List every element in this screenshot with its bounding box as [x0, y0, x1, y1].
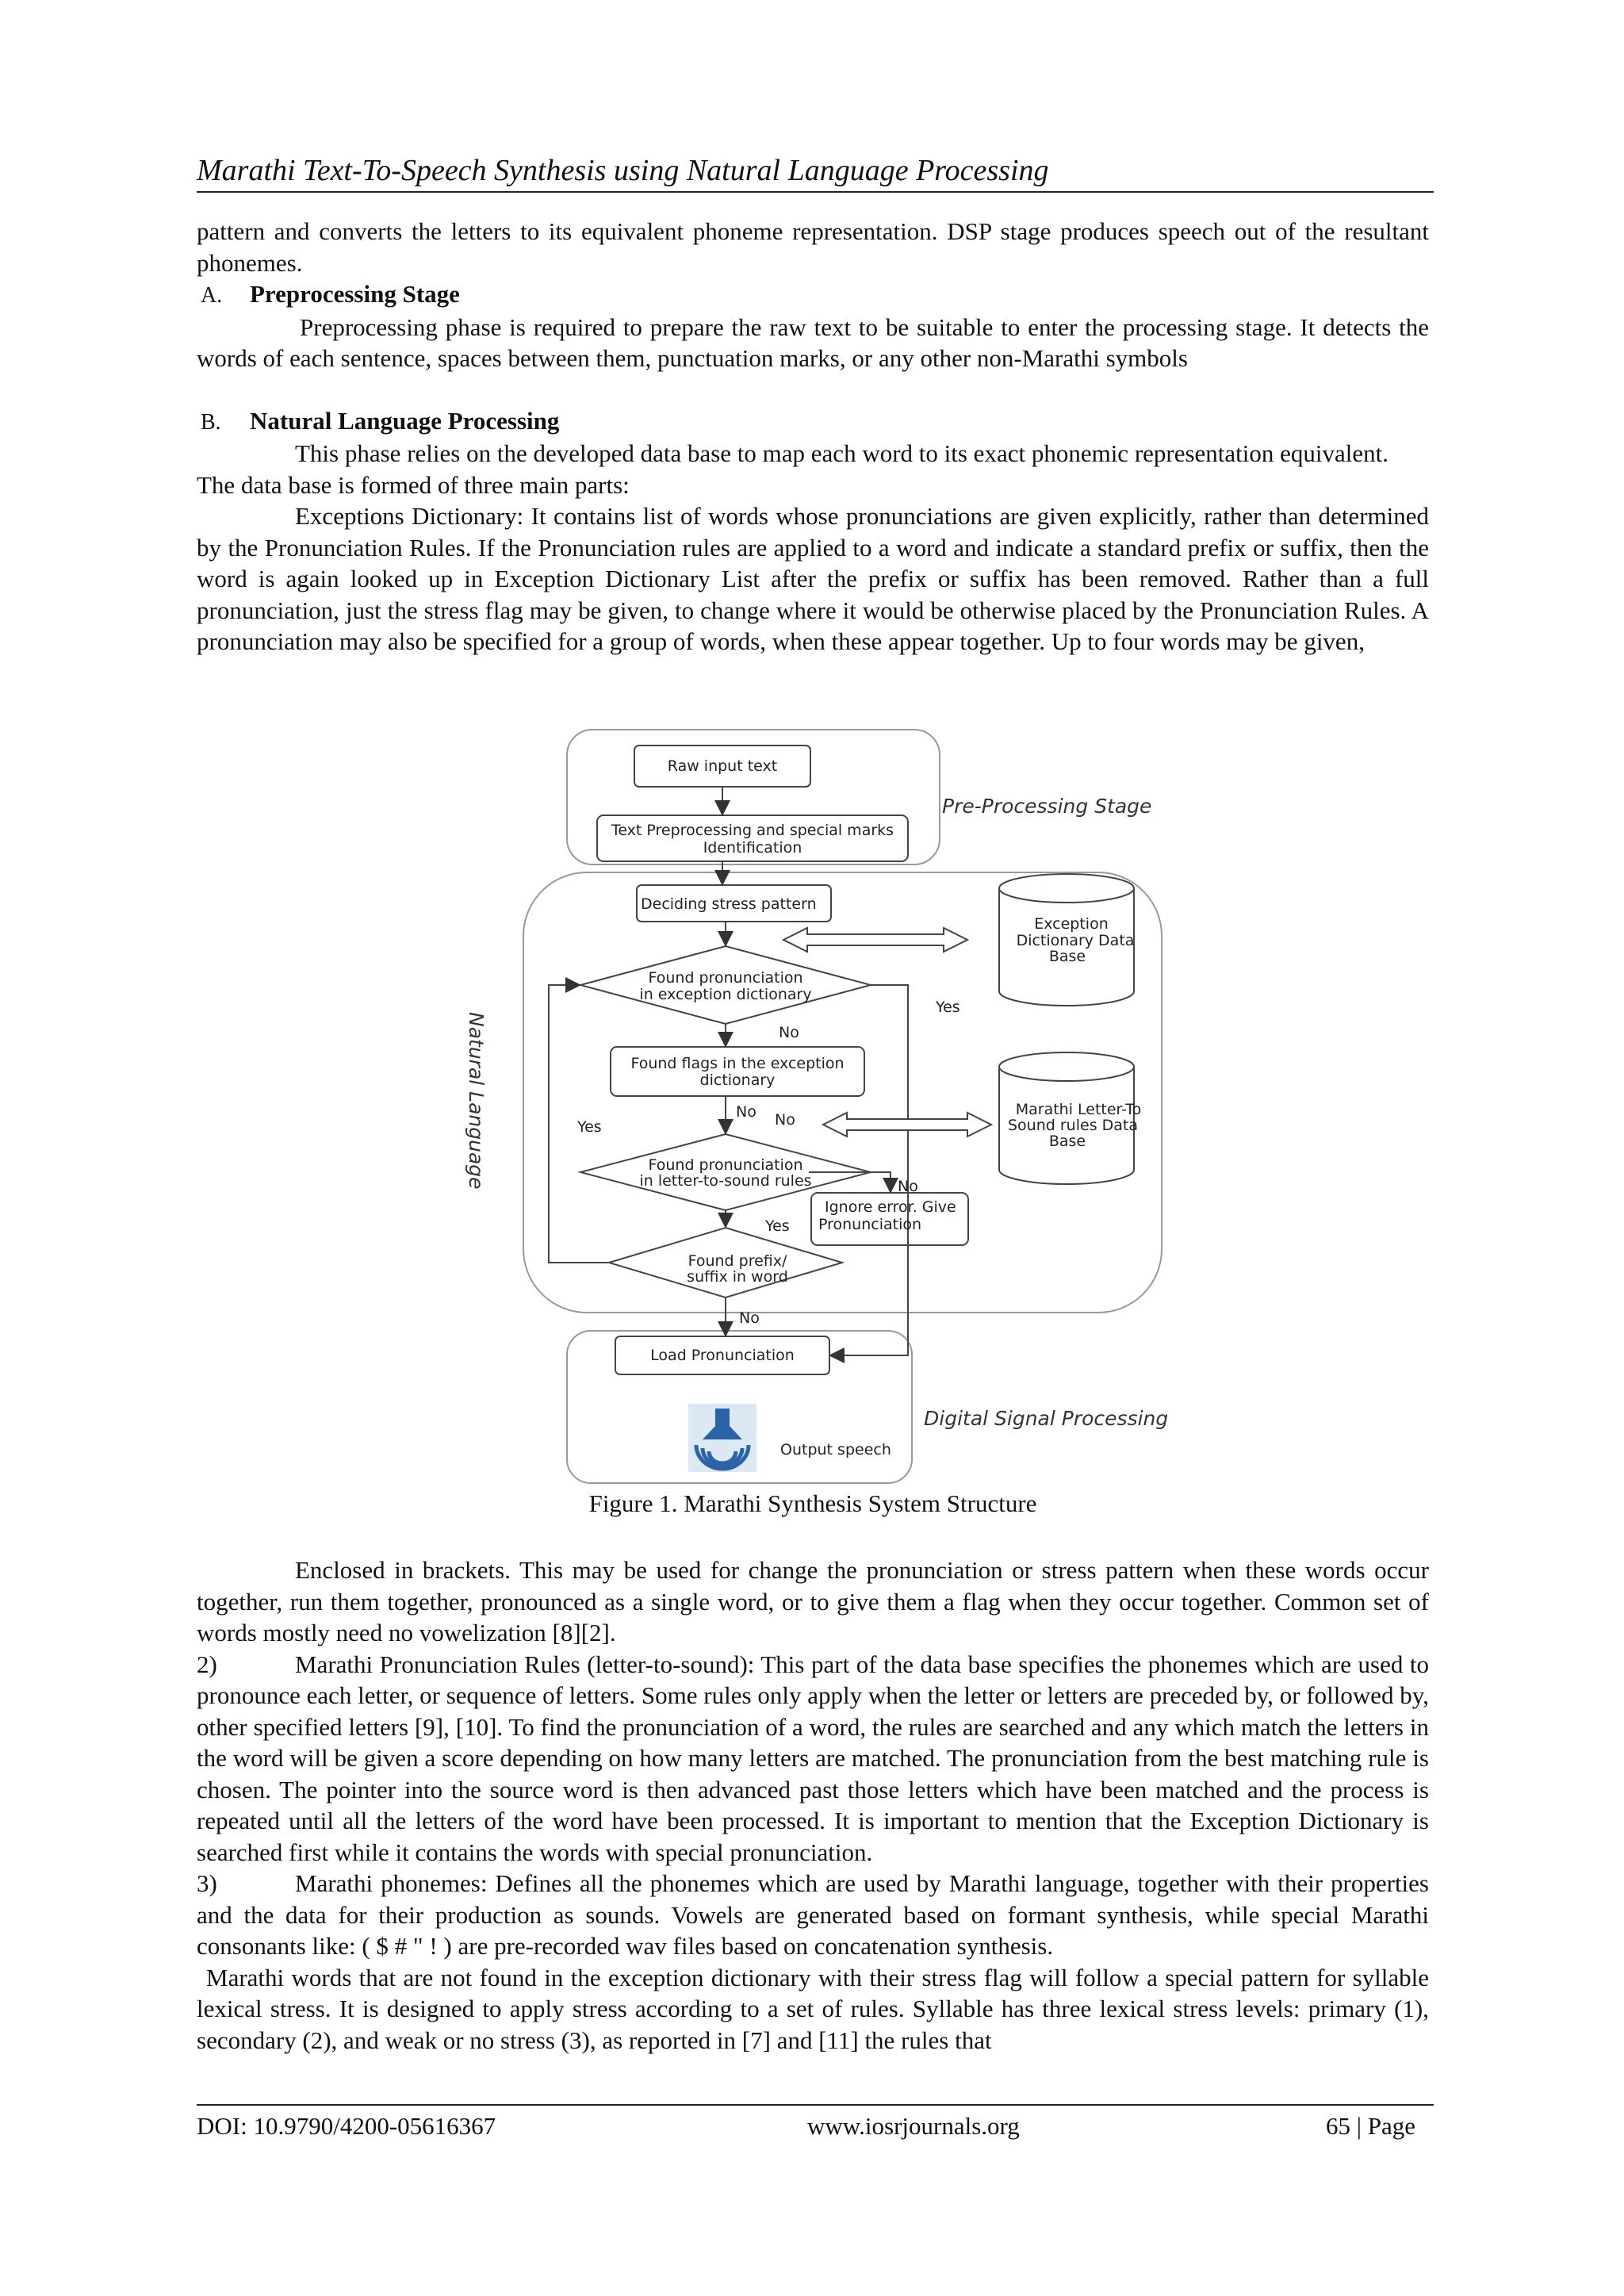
body-bottom: Enclosed in brackets. This may be used f… [197, 1554, 1429, 2056]
d3-label-1: Found prefix/ [688, 1252, 787, 1270]
dsp-container [566, 1330, 913, 1484]
speaker-icon [688, 1404, 756, 1472]
lts-db-label-1: Marathi Letter-To [1016, 1101, 1142, 1118]
arrow-d3-loop [548, 977, 609, 1263]
double-arrow-exception-db [781, 926, 970, 953]
list-item-3: 3)Marathi phonemes: Defines all the phon… [197, 1868, 1429, 1962]
lts-db-top [998, 1052, 1135, 1082]
body-top: pattern and converts the letters to its … [197, 216, 1429, 657]
edge-no-d1: No [779, 1024, 799, 1041]
d2-label-1: Found pronunciation [648, 1156, 802, 1174]
section-a-heading: A. Preprocessing Stage [197, 278, 1429, 312]
list-item-3-text: Marathi phonemes: Defines all the phonem… [197, 1869, 1429, 1960]
stage-label-dsp: Digital Signal Processing [924, 1407, 1168, 1430]
output-label: Output speech [780, 1441, 891, 1458]
header-rule [197, 191, 1434, 193]
figure-caption: Figure 1. Marathi Synthesis System Struc… [588, 1489, 1037, 1517]
found-flags-box [610, 1046, 865, 1097]
section-b-letter: B. [201, 409, 221, 435]
edge-yes-left: Yes [576, 1118, 602, 1136]
after-figure-paragraph: Enclosed in brackets. This may be used f… [197, 1556, 1429, 1646]
pre-processing-container [566, 729, 940, 865]
stage-label-pre: Pre-Processing Stage [942, 795, 1151, 818]
running-title: Marathi Text-To-Speech Synthesis using N… [197, 154, 1049, 187]
ignore-label-1: Ignore error. Give [825, 1198, 956, 1216]
text-pre-label-2: Identification [703, 839, 802, 857]
text-pre-label-1: Text Preprocessing and special marks [611, 822, 894, 839]
arrow-d2-no [809, 1171, 898, 1194]
edge-no-d2: No [898, 1178, 918, 1195]
found-flags-label-2: dictionary [700, 1071, 776, 1089]
d1-label-2: in exception dictionary [639, 986, 811, 1003]
d2-label-2: in letter-to-sound rules [639, 1172, 811, 1190]
section-a-title: Preprocessing Stage [250, 280, 460, 308]
list-item-3-number: 3) [197, 1869, 217, 1897]
arrow-d1-yes [829, 984, 909, 1363]
edge-yes-d2: Yes [764, 1217, 790, 1235]
footer-website[interactable]: www.iosrjournals.org [807, 2112, 1020, 2140]
intro-paragraph: pattern and converts the letters to its … [197, 217, 1429, 277]
list-item-2-number: 2) [197, 1650, 217, 1678]
section-b-paragraph-1: This phase relies on the developed data … [197, 439, 1389, 499]
figure-flowchart: Raw input text Text Preprocessing and sp… [444, 714, 1221, 1491]
list-item-2: 2)Marathi Pronunciation Rules (letter-to… [197, 1649, 1429, 1869]
d3-label-2: suffix in word [687, 1268, 788, 1286]
section-b-title: Natural Language Processing [250, 406, 560, 435]
deciding-stress-box [636, 884, 832, 922]
footer-rule [197, 2104, 1434, 2106]
lts-db-label-3: Base [1049, 1133, 1086, 1150]
ignore-label-2: Pronunciation [818, 1216, 921, 1233]
lts-db-label-2: Sound rules Data [1008, 1117, 1138, 1134]
footer-doi: DOI: 10.9790/4200-05616367 [197, 2112, 496, 2140]
edge-yes-d1: Yes [935, 999, 960, 1016]
exception-db-cylinder [998, 888, 1135, 1006]
section-a-body: Preprocessing phase is required to prepa… [197, 312, 1429, 373]
exception-db-label-2: Dictionary Data [1017, 932, 1135, 949]
section-b-paragraph-2: Exceptions Dictionary: It contains list … [197, 502, 1429, 655]
lts-db-cylinder [998, 1067, 1135, 1185]
deciding-label: Deciding stress pattern [641, 895, 817, 913]
section-b-heading: B. Natural Language Processing [197, 405, 1429, 439]
list-item-2-text: Marathi Pronunciation Rules (letter-to-s… [197, 1650, 1429, 1866]
text-preprocessing-box [596, 815, 909, 862]
final-paragraph: Marathi words that are not found in the … [197, 1963, 1429, 2054]
d1-label-1: Found pronunciation [648, 969, 802, 987]
edge-no-mid: No [775, 1111, 795, 1129]
footer-page-number: 65 | Page [1326, 2112, 1415, 2140]
double-arrow-lts-db [821, 1111, 994, 1138]
edge-no-d3: No [739, 1309, 760, 1327]
decision-prefix-suffix [606, 1226, 845, 1299]
section-a-letter: A. [201, 283, 223, 308]
flowchart-svg: Raw input text Text Preprocessing and sp… [465, 729, 1168, 1484]
exception-db-label-1: Exception [1034, 915, 1109, 933]
stage-label-nlp: Natural Language [465, 1012, 488, 1190]
edge-no-flags: No [736, 1103, 756, 1121]
spacer [197, 374, 1429, 405]
raw-input-label: Raw input text [668, 757, 777, 775]
exception-db-top [998, 873, 1135, 903]
found-flags-label-1: Found flags in the exception [630, 1055, 844, 1072]
exception-db-label-3: Base [1049, 948, 1086, 965]
nlp-container [523, 872, 1162, 1313]
load-label: Load Pronunciation [650, 1347, 795, 1364]
